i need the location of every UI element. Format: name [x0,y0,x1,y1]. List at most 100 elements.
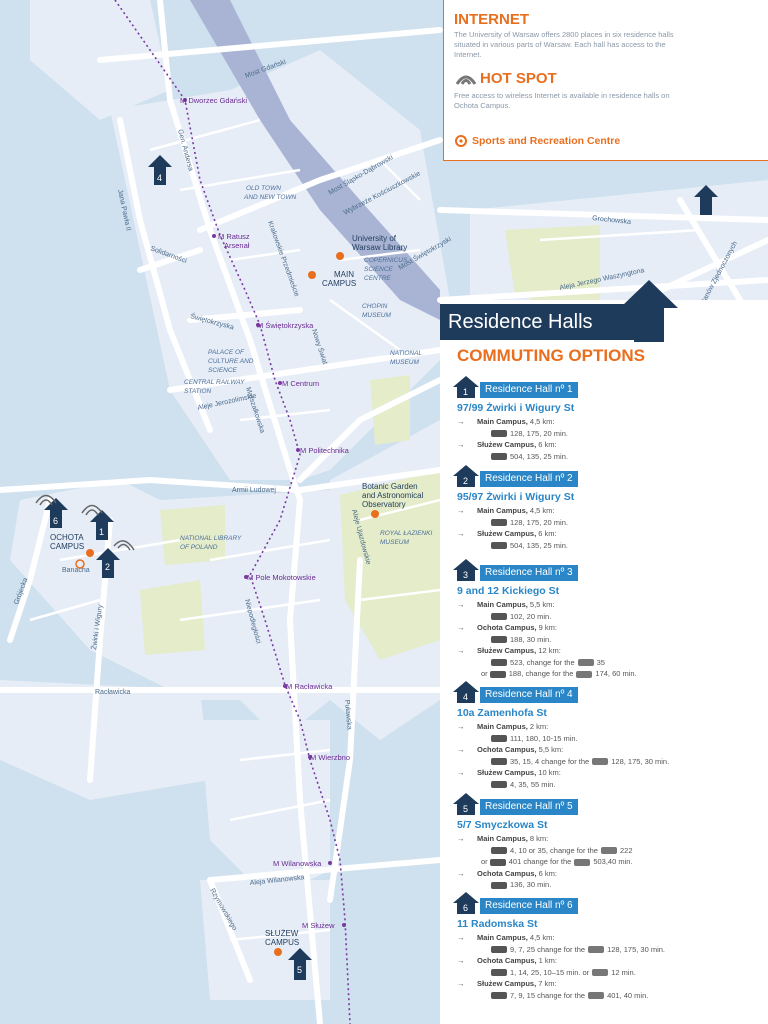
metro-station-label: M Centrum [282,379,319,388]
metro-stations: M Dworzec Gdański M Ratusz Arsenał M Świ… [180,96,350,930]
svg-text:4: 4 [157,173,162,183]
area-label: PALACE OF [208,349,245,356]
hall-title: Residence Hall nº 5 [480,799,578,815]
arrow-icon: → [457,868,465,878]
tram-icon [588,992,605,1000]
residence-marker-2: 2 [96,548,120,578]
bus-icon [491,992,507,1000]
route-destination: →Służew Campus, 7 km: [457,979,557,988]
tram-icon [592,969,609,977]
hall-badge-icon: 1 [453,376,479,398]
residence-marker-6: 6 [44,498,68,528]
hall-address: 95/97 Żwirki i Wigury St [457,491,575,503]
area-label: CHOPIN [362,303,388,310]
metro-line [114,0,351,1024]
bus-icon [489,858,506,866]
bus-icon [489,670,506,678]
metro-station-label: M Ratusz [218,232,250,241]
metro-station-label: M Pole Mokotowskie [247,573,316,582]
street-label: Armii Ludowej [232,487,276,494]
area-label: CENTRAL RAILWAY [184,379,245,386]
arrow-icon: → [457,646,465,655]
route-destination: →Ochota Campus, 1 km: [457,956,558,965]
svg-text:4: 4 [463,692,468,702]
metro-station-label: M Świętokrzyska [257,321,314,330]
hall-title: Residence Hall nº 2 [480,471,578,487]
hall-badge-icon: 4 [453,681,479,703]
hotspot-description: Free access to wireless Internet is avai… [454,91,670,110]
campus-label: Observatory [362,500,406,509]
metro-station-label: M Wilanowska [273,859,322,868]
route-detail: 188, 30 min. [457,635,551,644]
svg-text:6: 6 [53,516,58,526]
residence-marker-4: 4 [148,155,172,185]
tram-icon [592,758,609,766]
svg-text:3: 3 [703,202,708,212]
metro-station-label: M Dworzec Gdański [180,96,247,105]
hall-address: 5/7 Smyczkowa St [457,819,548,831]
campus-label: Botanic Garden [362,482,418,491]
arrow-icon: → [457,506,465,515]
street-label: Puławska [343,700,353,731]
arrow-icon: → [457,600,465,609]
route-detail: 4, 35, 55 min. [457,780,555,789]
route-detail: 504, 135, 25 min. [457,452,568,461]
hotspot-icon [81,504,103,516]
route-destination: →Main Campus, 4,5 km: [457,506,555,515]
hall-title: Residence Hall nº 4 [480,687,578,703]
area-label: SCIENCE [208,367,238,374]
area-label: SCIENCE [364,266,394,273]
campus-label: and Astronomical [362,491,424,500]
hall-address: 9 and 12 Kickiego St [457,585,560,597]
hotspot-icon [455,75,477,85]
bus-icon [491,430,507,438]
arrow-icon: → [457,979,465,988]
hotspot-icon [35,494,57,506]
route-detail: 102, 20 min. [457,612,551,621]
route-detail: 111, 180, 10-15 min. [457,734,578,743]
bus-icon [491,946,507,954]
campus-label: OCHOTA [50,533,84,542]
area-label: OLD TOWN [246,185,281,192]
street-label: Banacha [62,567,90,574]
hall-badge-icon: 5 [453,793,479,815]
bus-icon [491,659,507,667]
campus-points: MAIN CAMPUS University of Warsaw Library… [50,234,424,956]
bus-icon [491,519,507,527]
svg-text:2: 2 [463,476,468,486]
svg-text:1: 1 [99,527,104,537]
area-label: CULTURE AND [208,358,254,365]
bus-icon [491,542,507,550]
campus-label: CAMPUS [50,542,84,551]
campus-label: CAMPUS [322,279,356,288]
route-destination: →Ochota Campus, 9 km: [457,623,558,632]
area-label: AND NEW TOWN [243,194,297,201]
bus-icon [491,781,507,789]
sports-centre-icon [455,135,467,147]
arrow-icon: → [457,440,465,449]
route-destination: →Służew Campus, 6 km: [457,440,557,449]
hotspot-icon [113,540,135,551]
residence-marker-1: 1 [90,510,114,540]
arrow-icon: → [457,623,465,632]
hall-title: Residence Hall nº 1 [480,382,578,398]
route-destination: →Ochota Campus, 6 km: [457,868,558,878]
hall-badge-icon: 3 [453,559,479,581]
svg-text:3: 3 [463,570,468,580]
bus-icon [491,735,507,743]
info-legend: INTERNET The University of Warsaw offers… [443,0,768,161]
campus-label: Warsaw Library [352,243,407,252]
route-detail: 128, 175, 20 min. [457,518,568,527]
hall-title: Residence Hall nº 6 [480,898,578,914]
area-label: MUSEUM [362,312,391,319]
bus-icon [491,847,507,855]
house-arrow-icon [620,280,678,342]
bus-icon [491,969,507,977]
area-label: NATIONAL [390,350,422,357]
svg-text:5: 5 [297,965,302,975]
